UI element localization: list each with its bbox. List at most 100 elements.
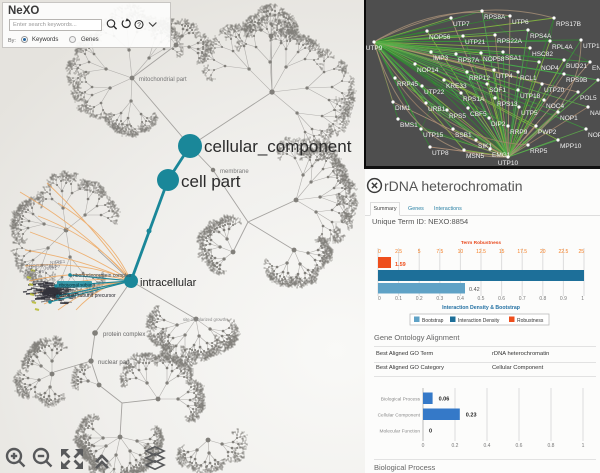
svg-text:RLP7: RLP7 bbox=[49, 264, 61, 269]
svg-text:0: 0 bbox=[378, 296, 381, 302]
svg-text:1: 1 bbox=[582, 443, 585, 449]
svg-text:BMS1: BMS1 bbox=[400, 122, 418, 129]
svg-text:UTP5: UTP5 bbox=[521, 110, 538, 117]
svg-text:RPL4A: RPL4A bbox=[552, 44, 573, 51]
svg-text:ribosomal subunit: ribosomal subunit bbox=[59, 282, 96, 287]
svg-text:NOP6: NOP6 bbox=[588, 132, 600, 139]
svg-text:UTP13: UTP13 bbox=[583, 43, 600, 50]
svg-text:ribosomal subunit precursor: ribosomal subunit precursor bbox=[54, 293, 116, 299]
svg-text:UTP9: UTP9 bbox=[366, 45, 383, 52]
svg-text:1.59: 1.59 bbox=[395, 262, 406, 268]
svg-text:Interaction Density & Bootstra: Interaction Density & Bootstrap bbox=[442, 305, 520, 311]
svg-text:RRP12: RRP12 bbox=[469, 75, 490, 82]
svg-text:UTP15: UTP15 bbox=[423, 132, 444, 139]
svg-text:CIC1: CIC1 bbox=[55, 259, 66, 264]
svg-text:0.5: 0.5 bbox=[478, 296, 485, 302]
svg-text:25: 25 bbox=[578, 249, 584, 255]
svg-text:5: 5 bbox=[418, 249, 421, 255]
svg-text:0.8: 0.8 bbox=[539, 296, 546, 302]
svg-text:NOP56: NOP56 bbox=[429, 34, 451, 41]
svg-text:RPS7A: RPS7A bbox=[458, 57, 480, 64]
svg-text:intracellular: intracellular bbox=[140, 277, 197, 289]
svg-text:KRE33: KRE33 bbox=[446, 83, 467, 90]
svg-text:RRP9: RRP9 bbox=[510, 129, 528, 136]
svg-text:RRP1: RRP1 bbox=[45, 266, 58, 271]
svg-text:0: 0 bbox=[422, 443, 425, 449]
svg-text:SSB1: SSB1 bbox=[455, 132, 472, 139]
svg-text:NOG2: NOG2 bbox=[29, 263, 42, 268]
svg-text:0.7: 0.7 bbox=[519, 296, 526, 302]
svg-text:HSC82: HSC82 bbox=[532, 51, 553, 58]
svg-text:NOP14: NOP14 bbox=[417, 67, 439, 74]
svg-text:Bootstrap: Bootstrap bbox=[422, 318, 444, 324]
svg-text:UTP21: UTP21 bbox=[465, 39, 486, 46]
svg-text:Molecular Function: Molecular Function bbox=[379, 429, 420, 435]
svg-text:RPS1A: RPS1A bbox=[42, 263, 57, 268]
svg-text:0.9: 0.9 bbox=[560, 296, 567, 302]
svg-text:RPS8A: RPS8A bbox=[484, 14, 506, 21]
svg-text:NOC4: NOC4 bbox=[546, 103, 564, 110]
svg-text:?: ? bbox=[137, 22, 141, 29]
svg-text:DIP2: DIP2 bbox=[491, 121, 506, 128]
svg-text:RPS22A: RPS22A bbox=[497, 38, 523, 45]
svg-text:NAN1: NAN1 bbox=[590, 110, 600, 117]
svg-text:0.8: 0.8 bbox=[548, 443, 555, 449]
svg-text:0: 0 bbox=[378, 249, 381, 255]
svg-text:CBF5: CBF5 bbox=[470, 111, 487, 118]
svg-text:ENP1: ENP1 bbox=[592, 65, 600, 72]
svg-text:mitochondrial part: mitochondrial part bbox=[139, 77, 187, 83]
svg-text:0.4: 0.4 bbox=[484, 443, 491, 449]
svg-text:Biological Process: Biological Process bbox=[381, 397, 421, 403]
svg-text:SOF1: SOF1 bbox=[489, 87, 506, 94]
svg-text:UTP7: UTP7 bbox=[453, 21, 470, 28]
svg-text:MPP10: MPP10 bbox=[560, 143, 582, 150]
svg-text:7.5: 7.5 bbox=[436, 249, 443, 255]
svg-text:UTP4: UTP4 bbox=[496, 73, 513, 80]
svg-text:0: 0 bbox=[429, 429, 432, 435]
svg-text:site of polarized growth: site of polarized growth bbox=[183, 317, 227, 322]
svg-text:UTP20: UTP20 bbox=[544, 87, 565, 94]
svg-text:0.2: 0.2 bbox=[452, 443, 459, 449]
svg-text:1: 1 bbox=[581, 296, 584, 302]
svg-text:RPS13: RPS13 bbox=[497, 101, 518, 108]
svg-text:NOP1: NOP1 bbox=[560, 115, 578, 122]
svg-text:RCL1: RCL1 bbox=[520, 75, 537, 82]
svg-text:Interaction Density: Interaction Density bbox=[458, 318, 500, 324]
svg-text:UTP22: UTP22 bbox=[424, 89, 445, 96]
svg-text:RPS4A: RPS4A bbox=[530, 33, 552, 40]
svg-text:RRP45: RRP45 bbox=[397, 81, 418, 88]
svg-text:cell part: cell part bbox=[181, 172, 241, 191]
svg-text:IMP3: IMP3 bbox=[433, 55, 449, 62]
svg-text:0.42: 0.42 bbox=[469, 287, 480, 293]
svg-text:PWP2: PWP2 bbox=[538, 129, 557, 136]
svg-text:DIM1: DIM1 bbox=[395, 105, 411, 112]
svg-text:RRP5: RRP5 bbox=[530, 148, 548, 155]
svg-text:SSA1: SSA1 bbox=[505, 55, 522, 62]
svg-text:15: 15 bbox=[499, 249, 505, 255]
svg-text:MSN5: MSN5 bbox=[466, 153, 484, 160]
svg-text:17.5: 17.5 bbox=[517, 249, 527, 255]
svg-text:Cellular Component: Cellular Component bbox=[378, 413, 421, 419]
svg-text:nuclear part: nuclear part bbox=[98, 360, 130, 366]
svg-text:NOP4: NOP4 bbox=[541, 65, 559, 72]
svg-text:UTP10: UTP10 bbox=[498, 160, 519, 167]
svg-text:membrane: membrane bbox=[220, 169, 249, 175]
svg-text:0.4: 0.4 bbox=[457, 296, 464, 302]
svg-text:20: 20 bbox=[540, 249, 546, 255]
svg-text:10: 10 bbox=[458, 249, 464, 255]
svg-text:UTP6: UTP6 bbox=[512, 19, 529, 26]
svg-text:0.2: 0.2 bbox=[416, 296, 423, 302]
svg-text:NOP58: NOP58 bbox=[483, 56, 505, 63]
svg-text:0.1: 0.1 bbox=[395, 296, 402, 302]
svg-text:URB1: URB1 bbox=[428, 106, 446, 113]
svg-text:0.3: 0.3 bbox=[436, 296, 443, 302]
svg-text:Robustness: Robustness bbox=[517, 318, 544, 324]
svg-text:UTP8: UTP8 bbox=[432, 150, 449, 157]
svg-text:cellular_component: cellular_component bbox=[204, 137, 352, 156]
svg-text:0.6: 0.6 bbox=[498, 296, 505, 302]
svg-text:0.06: 0.06 bbox=[439, 397, 450, 403]
svg-text:ribonucleoprotein complex: ribonucleoprotein complex bbox=[73, 273, 132, 279]
svg-text:RPS5: RPS5 bbox=[449, 113, 466, 120]
svg-text:RPS1A: RPS1A bbox=[463, 96, 485, 103]
svg-text:12.5: 12.5 bbox=[476, 249, 486, 255]
